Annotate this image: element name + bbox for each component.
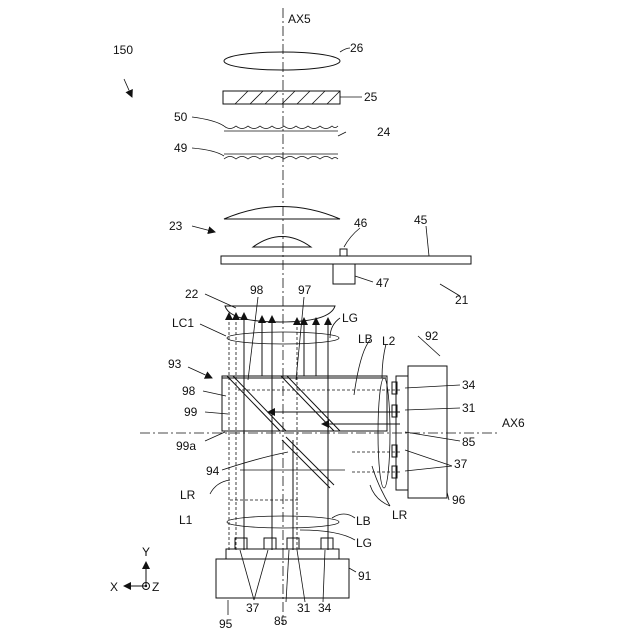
label-91: 91 bbox=[358, 569, 372, 583]
label-34-bottom: 34 bbox=[318, 601, 332, 615]
label-85-bottom: 85 bbox=[274, 614, 288, 628]
label-fig-150: 150 bbox=[113, 43, 133, 57]
lens-22 bbox=[225, 306, 335, 322]
label-34-right: 34 bbox=[462, 378, 476, 392]
label-ax5: AX5 bbox=[288, 12, 311, 26]
label-93: 93 bbox=[168, 357, 182, 371]
label-47: 47 bbox=[376, 276, 390, 290]
label-22: 22 bbox=[185, 287, 199, 301]
prism-block-93 bbox=[222, 376, 387, 431]
label-92: 92 bbox=[425, 329, 439, 343]
coordinate-axes bbox=[124, 562, 150, 590]
label-50: 50 bbox=[174, 110, 188, 124]
component-46 bbox=[340, 249, 347, 256]
label-26: 26 bbox=[350, 41, 364, 55]
label-37-right: 37 bbox=[454, 457, 468, 471]
label-lb-bottom: LB bbox=[356, 514, 371, 528]
mirror-94 bbox=[282, 437, 334, 488]
label-24: 24 bbox=[377, 125, 391, 139]
lens-23-upper bbox=[224, 207, 340, 220]
label-98-top: 98 bbox=[250, 283, 264, 297]
label-37-bottom: 37 bbox=[246, 601, 260, 615]
lens-26 bbox=[224, 52, 340, 70]
label-31-bottom: 31 bbox=[297, 601, 311, 615]
label-ax6: AX6 bbox=[502, 416, 525, 430]
label-axis-x: X bbox=[110, 580, 118, 594]
label-94: 94 bbox=[206, 464, 220, 478]
label-99a: 99a bbox=[176, 439, 196, 453]
label-axis-z: Z bbox=[152, 580, 159, 594]
lens-array-49 bbox=[224, 154, 338, 159]
component-47 bbox=[333, 264, 355, 284]
label-lr-left: LR bbox=[180, 488, 196, 502]
label-l2: L2 bbox=[382, 334, 396, 348]
reference-labels: 150 AX5 26 25 50 24 49 23 46 45 47 21 22… bbox=[110, 12, 525, 631]
plate-25 bbox=[223, 91, 340, 104]
label-85-right: 85 bbox=[462, 435, 476, 449]
board-45 bbox=[221, 256, 471, 264]
label-45: 45 bbox=[414, 213, 428, 227]
label-31-right: 31 bbox=[462, 401, 476, 415]
label-49: 49 bbox=[174, 141, 188, 155]
label-lg-top: LG bbox=[342, 311, 358, 325]
label-l1: L1 bbox=[179, 513, 193, 527]
label-23: 23 bbox=[169, 219, 183, 233]
leader-lines bbox=[124, 48, 460, 615]
lens-array-50 bbox=[224, 126, 338, 131]
label-lc1: LC1 bbox=[172, 316, 194, 330]
label-97: 97 bbox=[298, 283, 312, 297]
label-21: 21 bbox=[455, 293, 469, 307]
label-46: 46 bbox=[354, 216, 368, 230]
label-lb-top: LB bbox=[358, 332, 373, 346]
label-axis-y: Y bbox=[142, 545, 150, 559]
label-95: 95 bbox=[219, 617, 233, 631]
label-25: 25 bbox=[364, 90, 378, 104]
label-99: 99 bbox=[184, 405, 198, 419]
label-lr-right: LR bbox=[392, 508, 408, 522]
lens-23-lower bbox=[253, 237, 311, 248]
label-96: 96 bbox=[452, 493, 466, 507]
label-98-left: 98 bbox=[182, 384, 196, 398]
label-lg-bottom: LG bbox=[356, 536, 372, 550]
